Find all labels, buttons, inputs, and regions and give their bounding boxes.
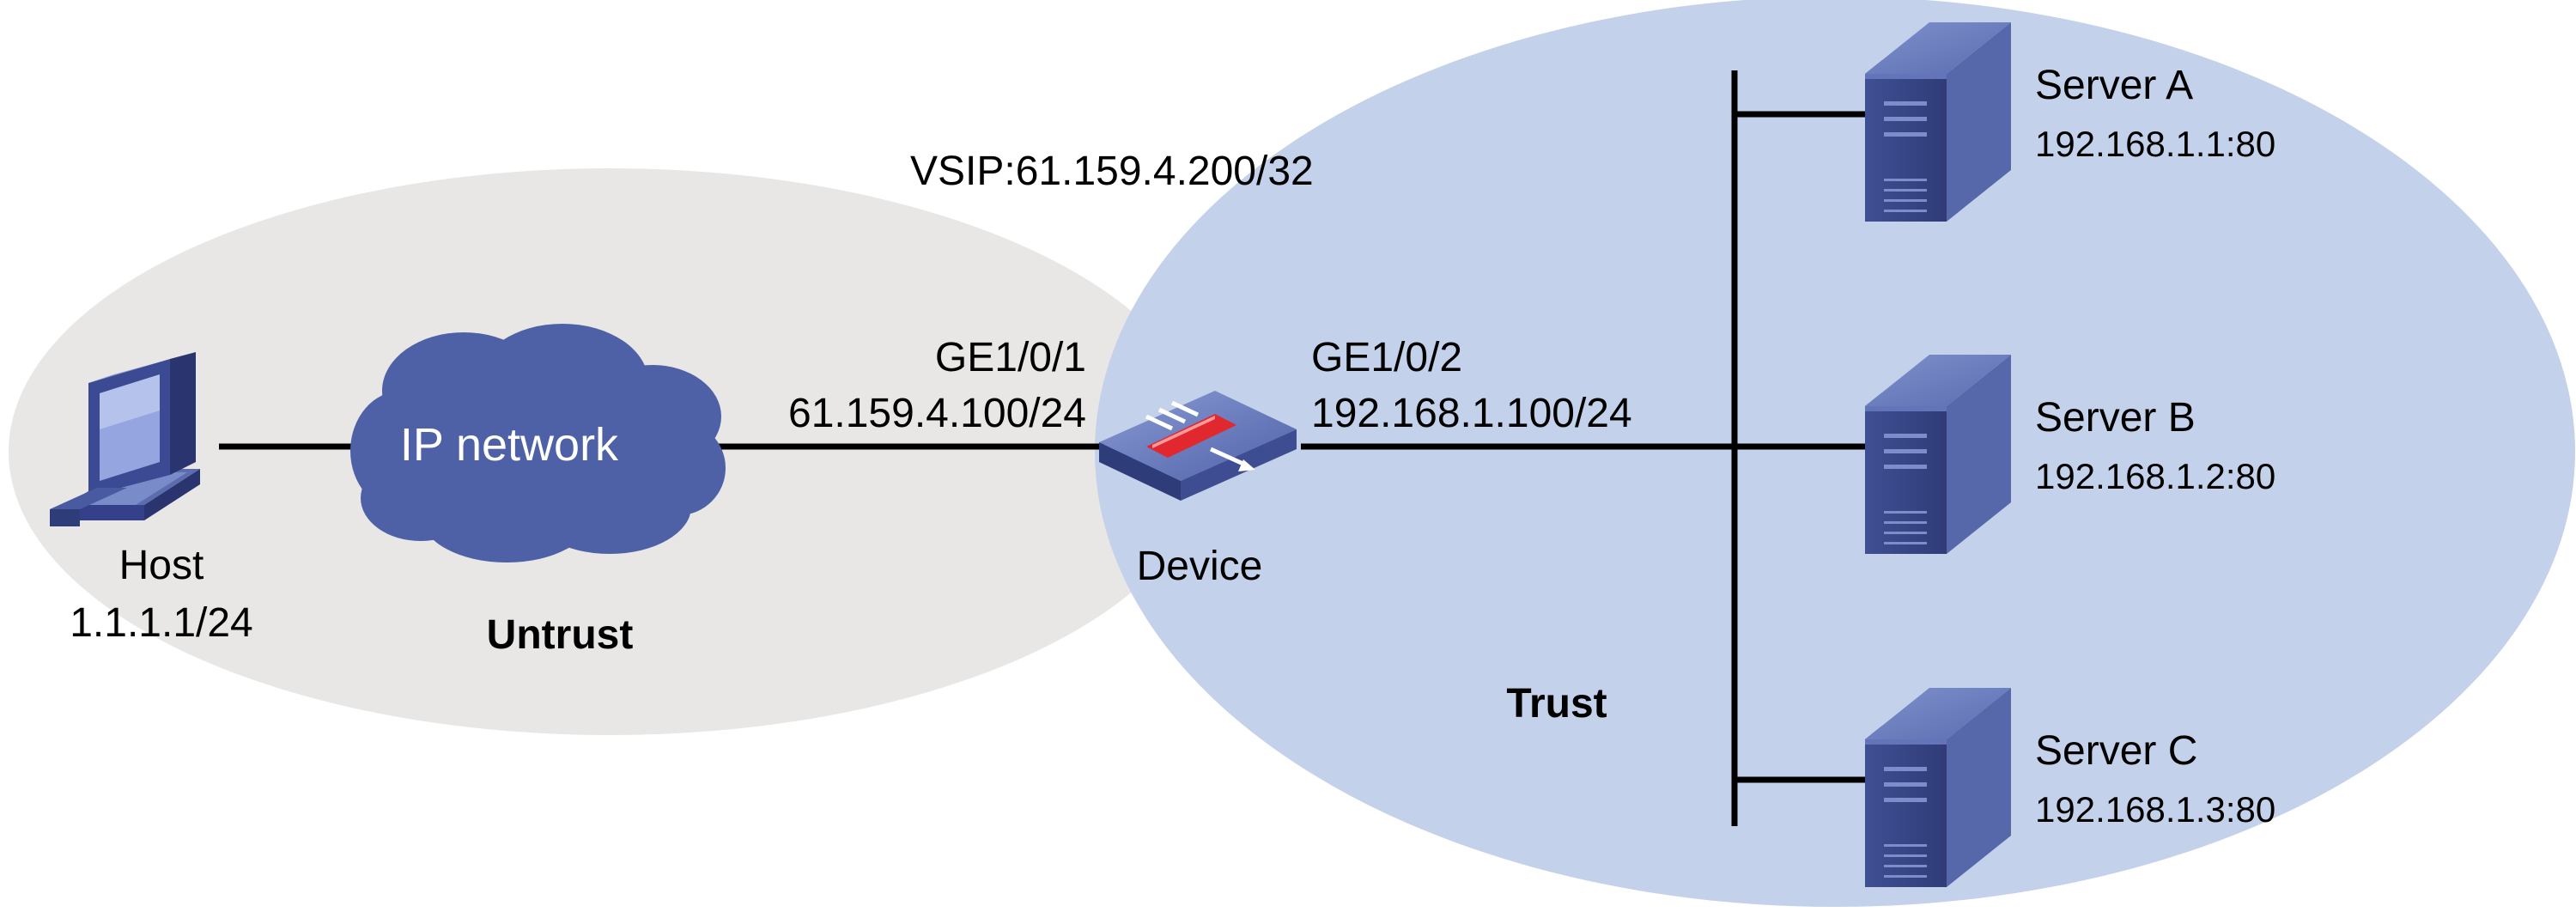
device-name: Device bbox=[1137, 544, 1263, 589]
server-b-name: Server B bbox=[2035, 395, 2196, 441]
cloud-icon[interactable] bbox=[350, 324, 726, 562]
device-if-untrust-ip: 61.159.4.100/24 bbox=[788, 391, 1086, 436]
untrust-zone-label: Untrust bbox=[487, 612, 634, 658]
host-name: Host bbox=[119, 543, 204, 588]
cloud-label: IP network bbox=[400, 419, 619, 471]
server-c-addr: 192.168.1.3:80 bbox=[2035, 789, 2275, 830]
host-ip: 1.1.1.1/24 bbox=[70, 600, 253, 646]
trust-zone-label: Trust bbox=[1506, 681, 1607, 727]
server-b-addr: 192.168.1.2:80 bbox=[2035, 456, 2275, 496]
device-if-untrust-name: GE1/0/1 bbox=[935, 335, 1086, 380]
server-a-addr: 192.168.1.1:80 bbox=[2035, 124, 2275, 164]
links bbox=[219, 70, 1868, 826]
firewall-icon[interactable] bbox=[1099, 391, 1297, 501]
vsip-label: VSIP:61.159.4.200/32 bbox=[910, 149, 1314, 194]
trust-zone bbox=[1095, 0, 2575, 907]
device-if-trust-ip: 192.168.1.100/24 bbox=[1311, 391, 1632, 436]
server-a-name: Server A bbox=[2035, 63, 2193, 108]
server-c-name: Server C bbox=[2035, 728, 2197, 774]
pc-icon[interactable] bbox=[50, 352, 200, 526]
device-if-trust-name: GE1/0/2 bbox=[1311, 335, 1462, 380]
